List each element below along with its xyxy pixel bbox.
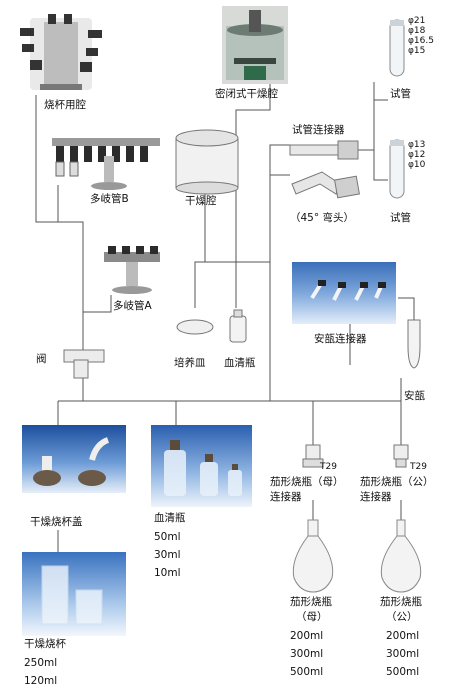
label-ampoule: 安瓿: [404, 390, 425, 402]
label-test-tube-top: 试管: [390, 88, 411, 100]
serum-volume-2: 30ml: [154, 549, 181, 561]
label-flask-connector-male-2: 连接器: [360, 491, 392, 503]
label-manifold-b: 多岐管B: [90, 193, 129, 205]
petri-dish-image: [176, 319, 214, 335]
label-flask-connector-female-2: 连接器: [270, 491, 302, 503]
elbow-45-image: [291, 171, 360, 199]
manifold-a-image: [104, 246, 160, 294]
tube-size-bottom-3: φ10: [408, 160, 426, 170]
flask-female-volume-1: 200ml: [290, 630, 324, 642]
tube-size-bottom-1: φ13: [408, 140, 426, 150]
test-tube-top-image: [389, 19, 405, 77]
tube-connector-image: [289, 140, 359, 160]
label-sealed-chamber: 密闭式干燥腔: [215, 88, 278, 100]
flask-female-volume-3: 500ml: [290, 666, 324, 678]
label-drying-chamber: 干燥腔: [185, 195, 217, 207]
ampoule-connector-image: [292, 262, 396, 324]
flask-connector-male-image: [393, 444, 409, 468]
joint-mark-male: T29: [410, 462, 427, 472]
label-flask-male-2: （公）: [386, 611, 418, 623]
beaker-volume-2: 120ml: [24, 675, 58, 687]
serum-bottles-image: [151, 425, 252, 507]
label-ampoule-connector: 安瓿连接器: [314, 333, 367, 345]
flask-male-volume-2: 300ml: [386, 648, 420, 660]
tube-size-top-4: φ15: [408, 46, 426, 56]
tube-size-top-1: φ21: [408, 16, 426, 26]
drying-chamber-image: [175, 129, 239, 195]
label-flask-female-1: 茄形烧瓶: [290, 596, 332, 608]
label-flask-connector-male-1: 茄形烧瓶（公）: [360, 476, 434, 488]
label-flask-male-1: 茄形烧瓶: [380, 596, 422, 608]
flask-connector-female-image: [302, 444, 324, 468]
serum-volume-3: 10ml: [154, 567, 181, 579]
flask-female-image: [292, 519, 334, 593]
valve-image: [63, 349, 105, 379]
label-manifold-a: 多岐管A: [113, 300, 152, 312]
tube-size-top-2: φ18: [408, 26, 426, 36]
tube-size-bottom-2: φ12: [408, 150, 426, 160]
serum-volume-1: 50ml: [154, 531, 181, 543]
label-petri-dish: 培养皿: [174, 357, 206, 369]
beaker-chamber-image: [20, 14, 102, 90]
label-drying-beaker: 干燥烧杯: [24, 638, 66, 650]
beaker-volume-1: 250ml: [24, 657, 58, 669]
flask-male-volume-1: 200ml: [386, 630, 420, 642]
flask-male-volume-3: 500ml: [386, 666, 420, 678]
label-serum-bottle-small: 血清瓶: [224, 357, 256, 369]
tube-size-top-3: φ16.5: [408, 36, 434, 46]
label-serum-bottle: 血清瓶: [154, 512, 186, 524]
label-valve: 阀: [36, 353, 47, 365]
serum-bottle-small-image: [229, 309, 247, 343]
label-beaker-chamber: 烧杯用腔: [44, 99, 86, 111]
label-tube-connector: 试管连接器: [292, 124, 345, 136]
beaker-lid-image: [22, 425, 126, 493]
ampoule-image: [407, 319, 421, 369]
drying-beaker-image: [22, 552, 126, 636]
label-flask-female-2: （母）: [296, 611, 328, 623]
label-elbow-45: （45° 弯头）: [290, 212, 354, 224]
flask-female-volume-2: 300ml: [290, 648, 324, 660]
label-flask-connector-female-1: 茄形烧瓶（母）: [270, 476, 344, 488]
label-beaker-lid: 干燥烧杯盖: [30, 516, 83, 528]
test-tube-bottom-image: [389, 139, 405, 199]
flask-male-image: [380, 519, 422, 593]
manifold-b-image: [52, 138, 160, 190]
joint-mark-female: T29: [320, 462, 337, 472]
label-test-tube-bottom: 试管: [390, 212, 411, 224]
sealed-chamber-image: [222, 6, 288, 84]
